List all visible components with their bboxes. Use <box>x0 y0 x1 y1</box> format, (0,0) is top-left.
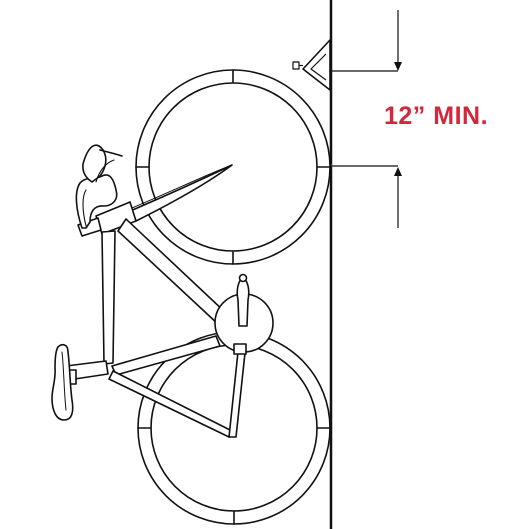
wall-bracket-icon <box>292 39 331 91</box>
dimension-label: 12” MIN. <box>384 102 489 130</box>
dimension-arrow-icon <box>332 10 402 228</box>
bicycle-icon <box>51 69 331 525</box>
